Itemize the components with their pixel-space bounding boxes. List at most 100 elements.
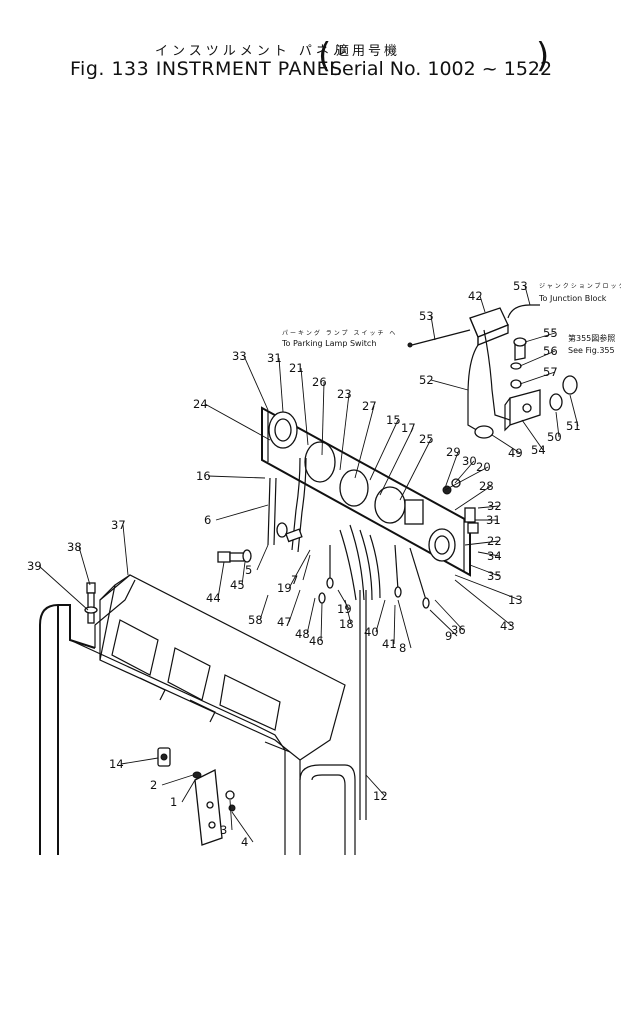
leader-line-32 (477, 505, 500, 509)
instrument-panel-board (261, 406, 479, 577)
part-label-15: 15 (386, 413, 401, 427)
part-label-55: 55 (543, 326, 558, 340)
leader-line-23 (339, 393, 350, 471)
part-label-50: 50 (547, 430, 562, 444)
leader-line-9 (429, 609, 458, 637)
part-label-24: 24 (193, 397, 208, 411)
part-label-44: 44 (206, 591, 221, 605)
leader-line-8 (397, 599, 412, 649)
part-label-2: 2 (150, 778, 157, 792)
leader-line-35 (469, 564, 500, 577)
leader-line-49 (491, 434, 521, 454)
leader-line-38 (78, 546, 91, 586)
leader-line-26 (321, 381, 325, 456)
leader-line-21 (300, 367, 309, 446)
part-label-18: 18 (339, 617, 354, 631)
note-junction: To Junction Block (538, 294, 607, 303)
part-label-25: 25 (419, 432, 434, 446)
note-see-fig-jp: 第355図参照 (568, 333, 615, 343)
part-label-8: 8 (399, 641, 406, 655)
part-label-48: 48 (295, 627, 310, 641)
part-label-58: 58 (248, 613, 263, 627)
note-parking: To Parking Lamp Switch (281, 339, 376, 348)
part-label-20: 20 (476, 460, 491, 474)
leader-line-24 (204, 403, 271, 441)
part-label-21: 21 (289, 361, 304, 375)
bracket-54 (474, 337, 578, 439)
leader-line-22 (464, 540, 500, 546)
part-label-33: 33 (232, 349, 247, 363)
leader-line-40 (375, 599, 386, 633)
leader-line-50 (555, 411, 560, 438)
junction-box-42 (469, 307, 509, 346)
leader-line-51 (569, 394, 579, 427)
part-label-41: 41 (382, 637, 397, 651)
leader-line-15 (369, 419, 399, 481)
part-label-29: 29 (446, 445, 461, 459)
leader-line-54 (521, 419, 544, 451)
leader-line-58 (259, 594, 269, 621)
leader-line-46 (320, 602, 323, 642)
leader-line-6 (215, 504, 269, 521)
note-parking-jp: パーキング ランプ スイッチ へ (282, 329, 397, 337)
dash-frame (39, 579, 356, 855)
leader-line-25 (399, 438, 432, 501)
leader-line-7 (302, 554, 311, 581)
part-label-31: 31 (486, 513, 501, 527)
part-label-3: 3 (220, 823, 227, 837)
figure-title: Fig. 133 INSTRMENT PANEL (70, 58, 341, 80)
part-label-19: 19 (337, 602, 352, 616)
leader-line-43 (454, 579, 513, 627)
wiring-harness (267, 457, 430, 820)
leader-line-19 (337, 589, 350, 610)
leader-line-52 (430, 379, 469, 391)
part-label-7: 7 (291, 573, 298, 587)
part-label-46: 46 (309, 634, 324, 648)
leader-line-17 (379, 427, 414, 496)
leader-line-16 (207, 475, 266, 479)
leader-line-56 (519, 350, 556, 367)
leader-line-37 (122, 524, 129, 576)
part-label-17: 17 (401, 421, 416, 435)
part-label-51: 51 (566, 419, 581, 433)
leader-line-4 (231, 811, 254, 843)
instrument-cover (99, 574, 346, 761)
leader-line-53 (430, 315, 436, 341)
leader-line-31 (278, 357, 284, 413)
leader-line-57 (519, 371, 556, 385)
leader-line-27 (354, 405, 375, 479)
leader-line-47 (288, 589, 301, 623)
part-label-42: 42 (468, 289, 483, 303)
part-label-22: 22 (487, 534, 502, 548)
part-label-36: 36 (451, 623, 466, 637)
leader-line-28 (454, 485, 492, 511)
leader-line-29 (444, 451, 459, 489)
open-paren: ( (318, 36, 332, 76)
leader-line-55 (524, 332, 556, 343)
part-label-28: 28 (479, 479, 494, 493)
part-label-53: 53 (419, 309, 434, 323)
part-label-57: 57 (543, 365, 558, 379)
leader-line-48 (306, 597, 316, 635)
note-see-fig: See Fig.355 (568, 346, 615, 355)
part-label-26: 26 (312, 375, 327, 389)
bolt-44 (217, 522, 303, 563)
part-label-9: 9 (445, 629, 452, 643)
title-japanese-serial: 適用号機 (336, 44, 401, 59)
leader-line-53 (524, 285, 531, 306)
part-label-45: 45 (230, 578, 245, 592)
part-label-14: 14 (109, 757, 124, 771)
part-label-52: 52 (419, 373, 434, 387)
part-label-31: 31 (267, 351, 282, 365)
part-label-47: 47 (277, 615, 292, 629)
part-label-34: 34 (487, 549, 502, 563)
part-label-54: 54 (531, 443, 546, 457)
wire-to-junction-block (407, 304, 540, 433)
part-label-37: 37 (111, 518, 126, 532)
part-label-23: 23 (337, 387, 352, 401)
title-japanese: インスツルメント パネル (155, 44, 350, 59)
serial-range: Serial No. 1002 ~ 1522 (330, 58, 553, 80)
part-label-56: 56 (543, 344, 558, 358)
